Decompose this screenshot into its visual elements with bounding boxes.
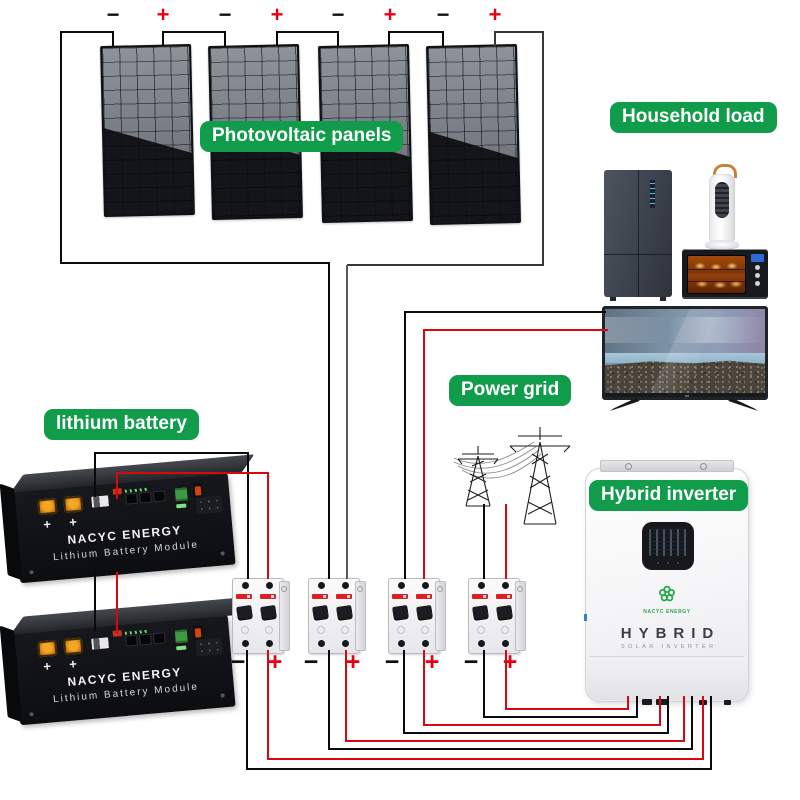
oven-display [750, 254, 764, 262]
fridge-drawer-split [604, 253, 672, 255]
tv-scene-beach [605, 360, 765, 393]
tv-screen-glare [605, 309, 765, 393]
wire-pv-link-2-3 [276, 31, 339, 46]
breaker-pole [389, 578, 413, 652]
inverter-product-subtitle: SOLAR INVERTER [620, 644, 717, 650]
b1-plus: + [267, 648, 283, 676]
tv-screen [605, 309, 765, 393]
wire-battery-positive [116, 472, 269, 579]
b4-plus: + [502, 648, 518, 676]
pv3-pos-sign: + [383, 2, 397, 27]
breaker-pole [257, 578, 281, 652]
tower-small [457, 446, 499, 507]
inverter-lower-panel [587, 657, 747, 700]
heater-vent [715, 182, 729, 218]
pv4-pos-sign: + [488, 2, 502, 27]
heater-base [705, 240, 739, 249]
oven-knob [754, 281, 760, 286]
breaker-pole [493, 578, 517, 652]
pv3-neg-sign: − [331, 2, 345, 27]
oven-control-panel [749, 253, 765, 295]
mounting-bracket [600, 460, 734, 472]
inverter-logo: NACYC ENERGY [586, 585, 748, 615]
pv1-pos-sign: + [156, 2, 170, 27]
tv-scene-clouds [605, 317, 765, 343]
wire-pv-positive [347, 31, 544, 266]
label-lithium-battery: lithium battery [44, 409, 199, 440]
b2-minus: − [303, 648, 319, 676]
breaker-pole [469, 578, 493, 652]
breaker-side-plate [435, 581, 446, 651]
television [602, 306, 768, 400]
breaker-pole [333, 578, 357, 652]
pv1-neg-sign: − [106, 2, 120, 27]
inverter-port [642, 699, 652, 705]
wire-b3-minus [403, 650, 669, 734]
wire-b1-minus [246, 650, 712, 770]
inverter-port [724, 700, 731, 705]
inverter-side-mark [584, 614, 587, 621]
tv-scene-sky [605, 309, 765, 357]
inverter-lcd-screen [649, 529, 687, 556]
wire-b4-plus [505, 650, 629, 710]
b3-plus: + [424, 648, 440, 676]
b4-minus: − [463, 648, 479, 676]
inverter-product-name: HYBRID [620, 625, 721, 642]
refrigerator [604, 170, 672, 301]
wire-pv-link-3-4 [388, 31, 444, 46]
wire-b1-plus [267, 650, 704, 760]
pv4-neg-sign: − [436, 2, 450, 27]
inverter-port [656, 699, 668, 705]
fridge-foot [660, 297, 666, 301]
inverter-display-bezel [642, 522, 694, 570]
wire-pv-link-1-2 [162, 31, 226, 46]
tv-logo-dot [685, 395, 689, 397]
flower-logo-icon [658, 585, 676, 602]
tower-large [509, 427, 571, 525]
b1-minus: − [230, 648, 246, 676]
wire-load-negative [404, 311, 606, 579]
breaker-pole [233, 578, 257, 652]
b3-minus: − [384, 648, 400, 676]
wire-b4-minus [483, 650, 638, 718]
label-household-load: Household load [610, 102, 777, 133]
wire-battery-negative [94, 452, 249, 579]
toaster-oven [682, 249, 768, 299]
inverter-logo-text: NACYC ENERGY [643, 609, 691, 615]
breaker-battery [232, 578, 290, 654]
label-hybrid-inverter: Hybrid inverter [589, 480, 749, 511]
breaker-side-plate [515, 581, 526, 651]
fridge-foot [610, 297, 616, 301]
fridge-display [649, 178, 656, 210]
oven-window [687, 255, 746, 294]
wire-b2-plus [345, 650, 685, 742]
breaker-pv [308, 578, 366, 654]
wire-b3-plus [423, 650, 661, 726]
b2-plus: + [345, 648, 361, 676]
pv2-pos-sign: + [270, 2, 284, 27]
label-photovoltaic-panels: Photovoltaic panels [200, 121, 404, 152]
breaker-side-plate [355, 581, 366, 651]
breaker-load [388, 578, 446, 654]
transmission-towers [453, 427, 571, 525]
label-power-grid: Power grid [449, 375, 572, 406]
breaker-grid [468, 578, 526, 654]
tv-scene-sea [605, 352, 765, 363]
inverter-buttons [655, 561, 681, 565]
pv2-neg-sign: − [218, 2, 232, 27]
oven-knob [754, 273, 760, 278]
fridge-door-split [638, 170, 639, 297]
heater-handle [713, 164, 737, 178]
oven-knob [754, 265, 760, 270]
wire-load-positive [423, 329, 608, 579]
inverter-panel-divider [590, 656, 744, 657]
breaker-pole [413, 578, 437, 652]
wire-b2-minus [328, 650, 693, 750]
tower-heater [705, 164, 739, 250]
breaker-side-plate [279, 581, 290, 651]
breaker-pole [309, 578, 333, 652]
wire-pv-negative [60, 31, 330, 579]
